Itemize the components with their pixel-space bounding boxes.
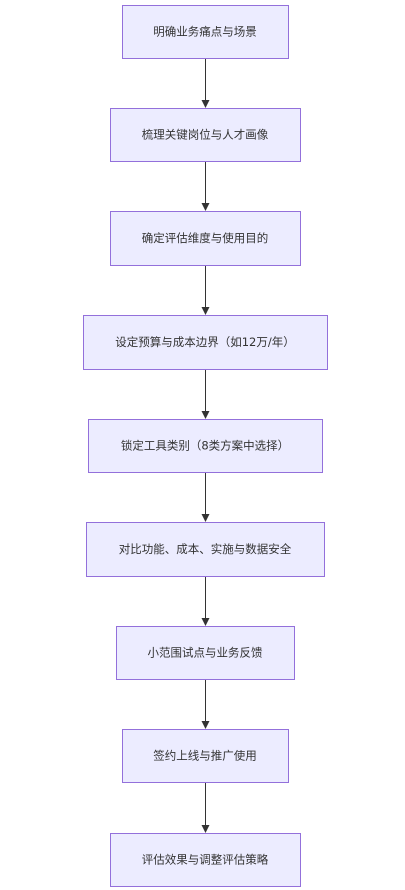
flow-node-3: 确定评估维度与使用目的 [110, 211, 301, 266]
flow-node-box [122, 5, 289, 59]
flow-edge-6 [201, 577, 210, 626]
flow-node-1: 明确业务痛点与场景 [122, 5, 289, 59]
flow-node-label: 设定预算与成本边界（如12万/年） [115, 335, 295, 349]
flow-node-7: 小范围试点与业务反馈 [116, 626, 295, 680]
flow-edge-2 [201, 162, 210, 211]
arrow-down-icon [201, 203, 210, 211]
flow-edge-7 [201, 680, 210, 729]
arrow-down-icon [201, 411, 210, 419]
flow-edge-1 [201, 59, 210, 108]
arrow-down-icon [201, 100, 210, 108]
arrow-down-icon [201, 618, 210, 626]
flow-node-label: 评估效果与调整评估策略 [142, 853, 269, 867]
flow-node-box [122, 729, 289, 783]
flow-node-box [110, 108, 301, 162]
flow-node-box [88, 419, 323, 473]
flow-node-8: 签约上线与推广使用 [122, 729, 289, 783]
arrow-down-icon [201, 721, 210, 729]
flow-node-label: 小范围试点与业务反馈 [148, 646, 263, 660]
flow-edge-4 [201, 370, 210, 419]
flow-node-6: 对比功能、成本、实施与数据安全 [86, 522, 325, 577]
flow-edge-8 [201, 783, 210, 833]
flow-node-box [83, 315, 328, 370]
flow-node-label: 签约上线与推广使用 [153, 749, 257, 763]
flow-node-label: 确定评估维度与使用目的 [142, 231, 269, 245]
arrow-down-icon [201, 825, 210, 833]
arrow-down-icon [201, 514, 210, 522]
flow-node-label: 锁定工具类别（8类方案中选择） [121, 439, 289, 453]
flow-edges [201, 59, 210, 833]
flow-node-5: 锁定工具类别（8类方案中选择） [88, 419, 323, 473]
flow-node-label: 明确业务痛点与场景 [153, 25, 257, 39]
flow-node-label: 对比功能、成本、实施与数据安全 [119, 542, 292, 556]
flow-node-box [86, 522, 325, 577]
flow-node-label: 梳理关键岗位与人才画像 [142, 128, 269, 142]
flow-node-box [116, 626, 295, 680]
flow-node-9: 评估效果与调整评估策略 [110, 833, 301, 887]
arrow-down-icon [201, 307, 210, 315]
flow-edge-5 [201, 473, 210, 522]
flow-node-box [110, 211, 301, 266]
flow-edge-3 [201, 266, 210, 315]
flow-node-4: 设定预算与成本边界（如12万/年） [83, 315, 328, 370]
flow-nodes: 明确业务痛点与场景梳理关键岗位与人才画像确定评估维度与使用目的设定预算与成本边界… [83, 5, 328, 887]
flow-node-2: 梳理关键岗位与人才画像 [110, 108, 301, 162]
flow-node-box [110, 833, 301, 887]
